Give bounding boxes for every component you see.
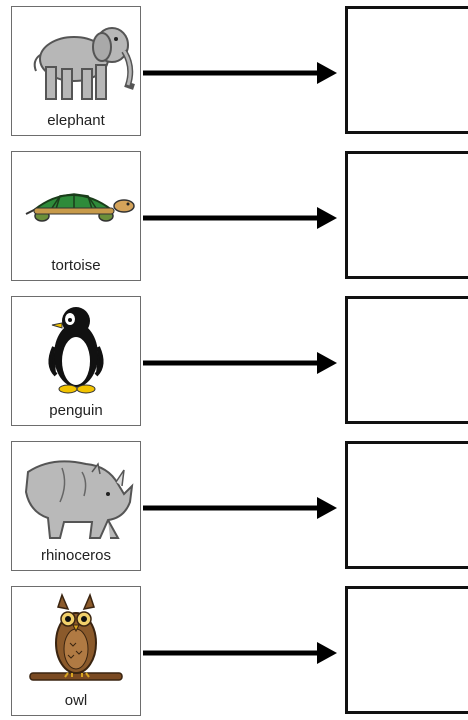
rhinoceros-icon <box>24 460 134 539</box>
answer-box[interactable] <box>345 586 468 714</box>
answer-box[interactable] <box>345 441 468 569</box>
worksheet-row: penguin <box>0 296 468 430</box>
arrow-right-icon <box>143 62 337 84</box>
arrow-right-icon <box>143 497 337 519</box>
picture-card-tortoise: tortoise <box>11 151 141 281</box>
picture-label: penguin <box>49 402 103 419</box>
penguin-icon <box>48 307 104 394</box>
worksheet-row: tortoise <box>0 151 468 285</box>
picture-card-penguin: penguin <box>11 296 141 426</box>
worksheet-row: owl <box>0 586 468 720</box>
answer-box[interactable] <box>345 296 468 424</box>
answer-box[interactable] <box>345 151 468 279</box>
arrow-right-icon <box>143 642 337 664</box>
arrow-right-icon <box>143 207 337 229</box>
tortoise-icon <box>25 193 135 222</box>
arrow-right-icon <box>143 352 337 374</box>
picture-card-owl: owl <box>11 586 141 716</box>
worksheet-row: rhinoceros <box>0 441 468 575</box>
picture-label: tortoise <box>51 257 101 274</box>
answer-box[interactable] <box>345 6 468 134</box>
owl-icon <box>29 592 123 681</box>
picture-label: rhinoceros <box>40 547 112 564</box>
elephant-icon <box>33 27 135 100</box>
picture-label: owl <box>64 692 88 709</box>
picture-label: elephant <box>47 112 105 129</box>
picture-card-rhinoceros: rhinoceros <box>11 441 141 571</box>
picture-card-elephant: elephant <box>11 6 141 136</box>
worksheet-row: elephant <box>0 6 468 140</box>
